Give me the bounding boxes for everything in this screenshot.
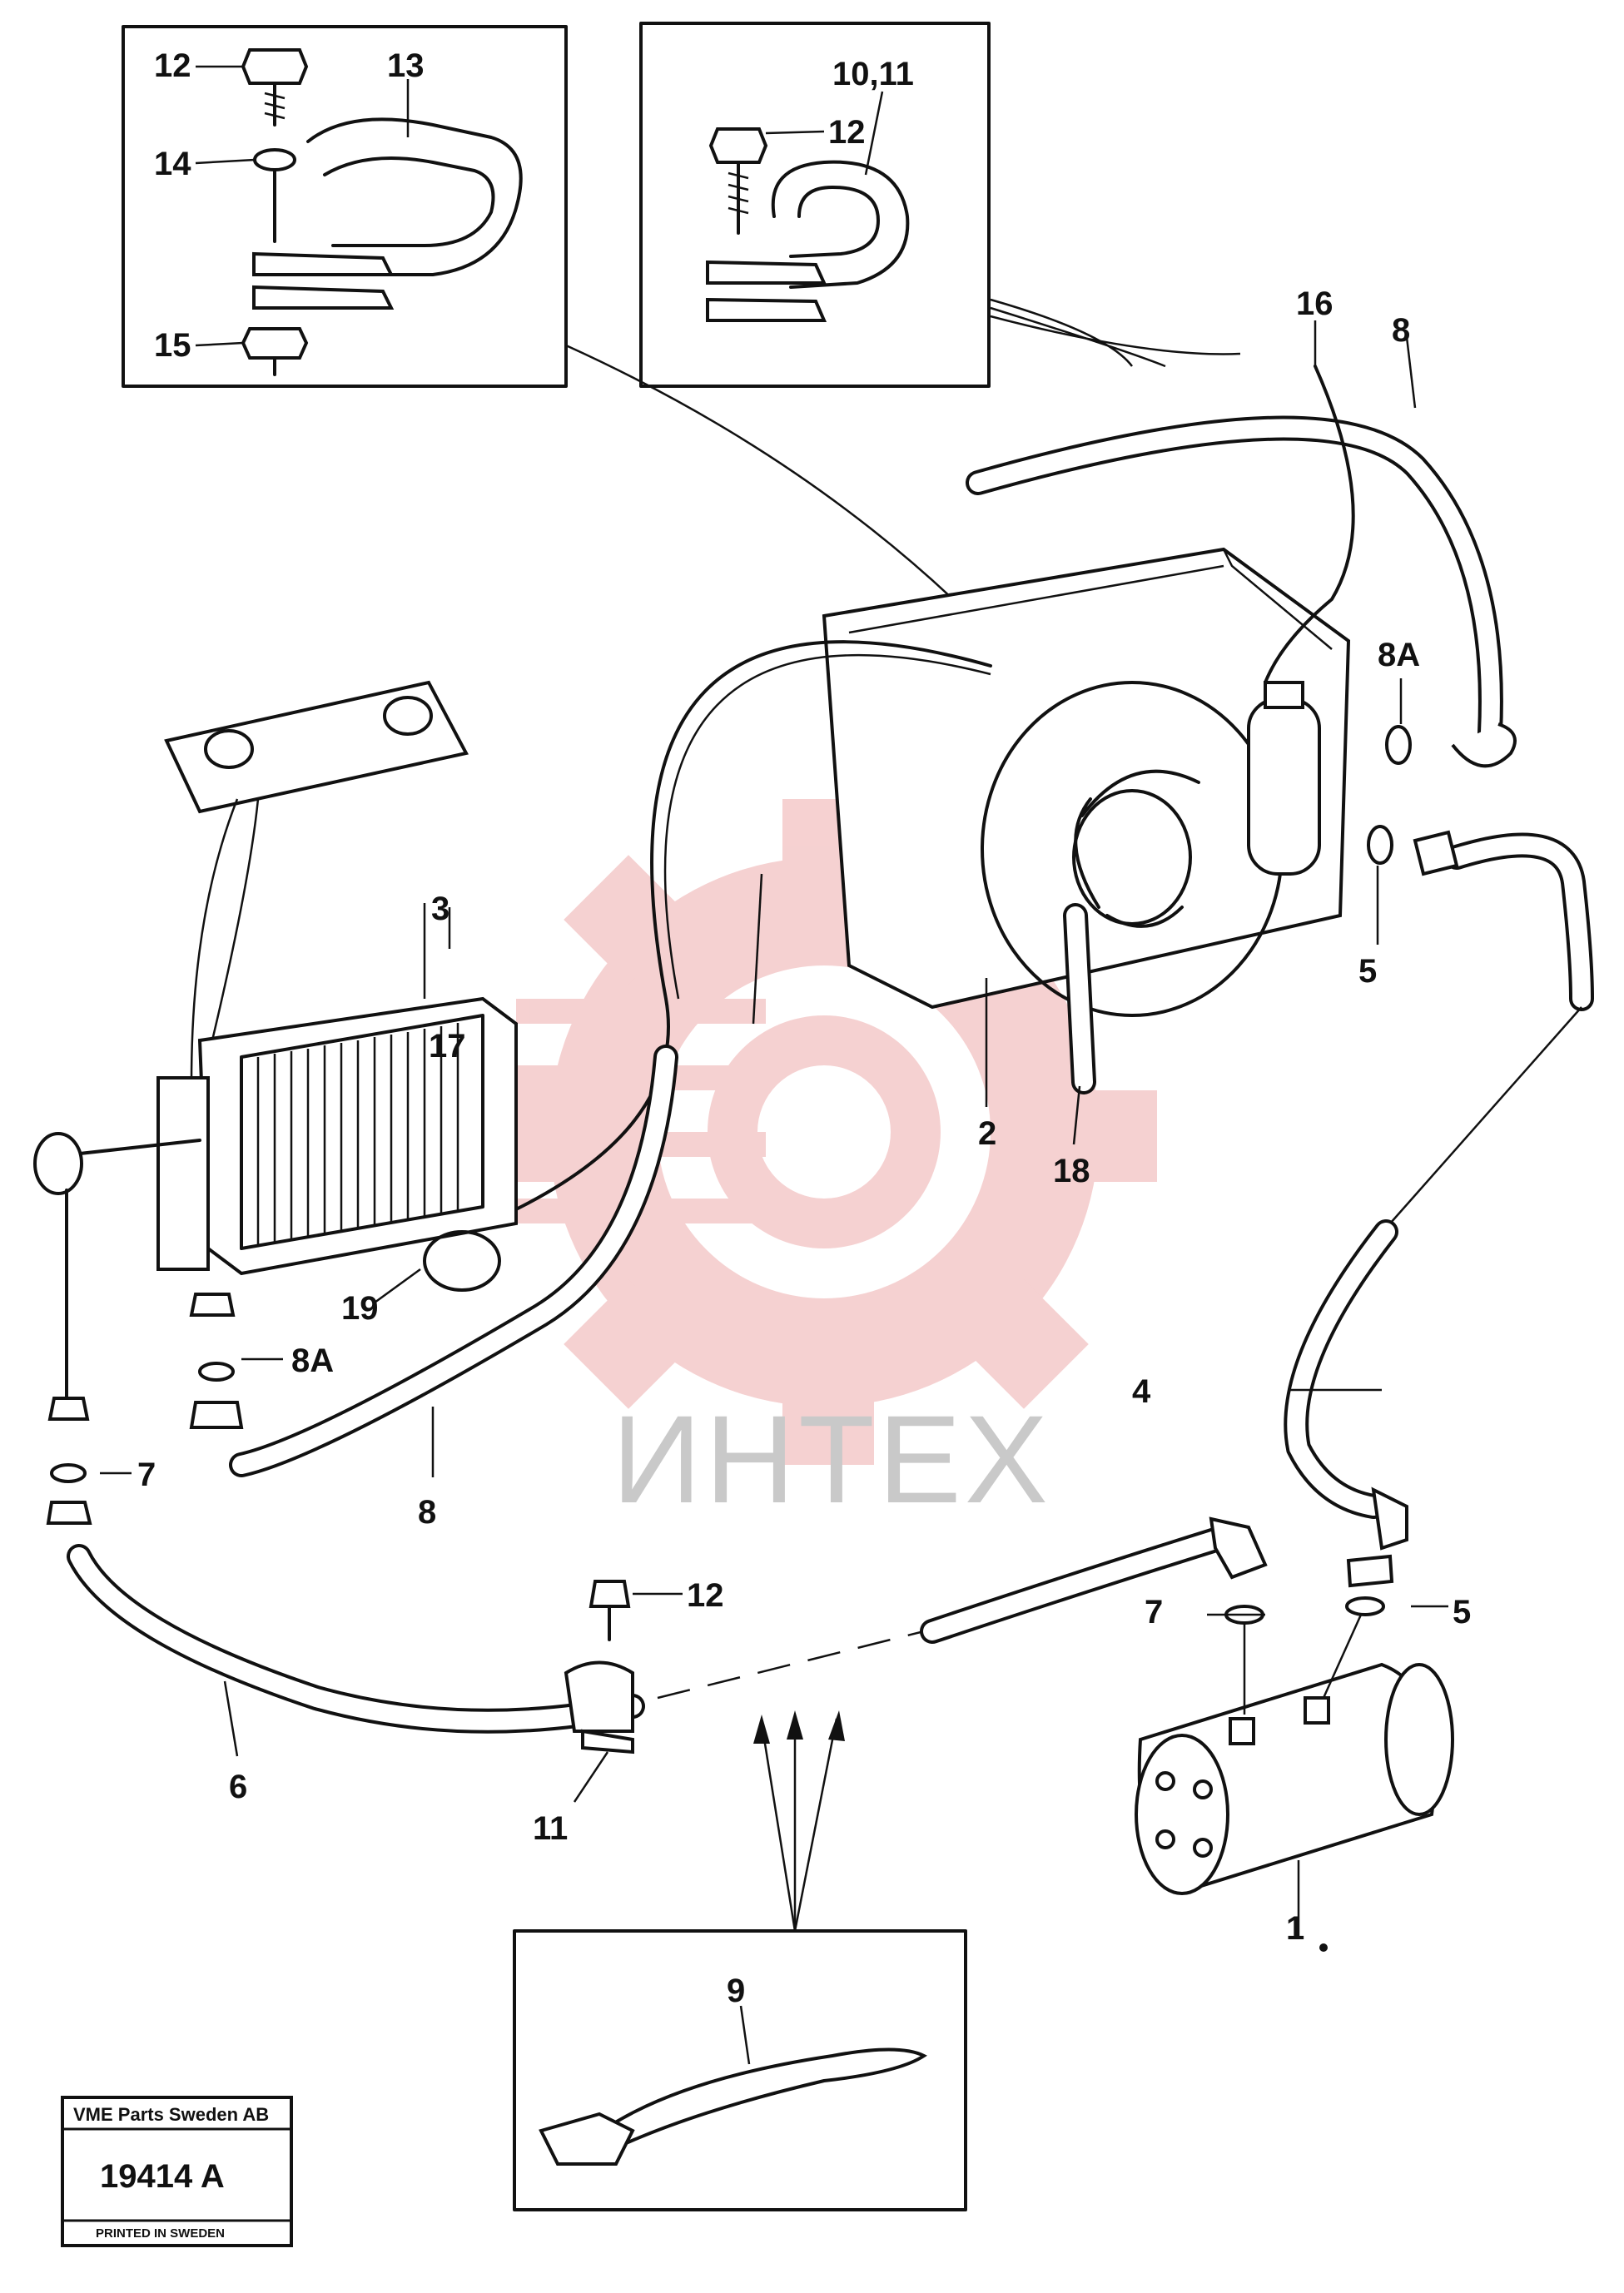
- label-18: 18: [1053, 1153, 1090, 1189]
- label-10-11: 10,11: [832, 56, 914, 92]
- label-4: 4: [1132, 1373, 1151, 1410]
- stamp-number: 19414 A: [100, 2158, 225, 2195]
- label-12-top-middle: 12: [828, 114, 866, 151]
- stamp-printed: PRINTED IN SWEDEN: [96, 2226, 225, 2241]
- label-3: 3: [431, 891, 449, 927]
- label-12-top-left: 12: [154, 47, 191, 84]
- hose-clip-11: [564, 1580, 634, 1754]
- label-8A-right: 8A: [1378, 637, 1420, 673]
- evaporator-heater-unit: [156, 996, 518, 1276]
- label-17: 17: [429, 1028, 466, 1065]
- control-panel: [164, 680, 469, 1083]
- detail-box-strap-9: [513, 1710, 967, 2211]
- label-8-lower: 8: [418, 1494, 436, 1531]
- hose-clamp-19: [423, 1230, 501, 1292]
- label-16: 16: [1296, 285, 1333, 322]
- detail-box-clamp-10-11: [639, 22, 991, 388]
- label-2: 2: [978, 1115, 996, 1152]
- label-13: 13: [387, 47, 425, 84]
- label-15: 15: [154, 327, 191, 364]
- label-12-clip: 12: [687, 1577, 724, 1614]
- stamp-company: VME Parts Sweden AB: [73, 2104, 269, 2125]
- label-6: 6: [229, 1769, 247, 1805]
- label-8A-left: 8A: [291, 1343, 334, 1379]
- label-8-upper: 8: [1392, 312, 1410, 349]
- label-7-right: 7: [1145, 1594, 1163, 1630]
- drawing-stamp: [61, 2096, 293, 2247]
- label-1: 1: [1286, 1910, 1304, 1947]
- label-5-upper: 5: [1358, 953, 1377, 990]
- label-14: 14: [154, 146, 191, 182]
- label-11: 11: [533, 1810, 568, 1847]
- label-19: 19: [341, 1290, 379, 1327]
- detail-box-clamp-13: [122, 25, 568, 388]
- label-9: 9: [727, 1973, 745, 2009]
- condenser-fan-unit: [822, 547, 1351, 1017]
- compressor: [1135, 1662, 1454, 1895]
- watermark-text: ИНТЕХ: [612, 1389, 1051, 1529]
- label-7-left: 7: [137, 1457, 156, 1493]
- label-5-lower: 5: [1453, 1594, 1471, 1630]
